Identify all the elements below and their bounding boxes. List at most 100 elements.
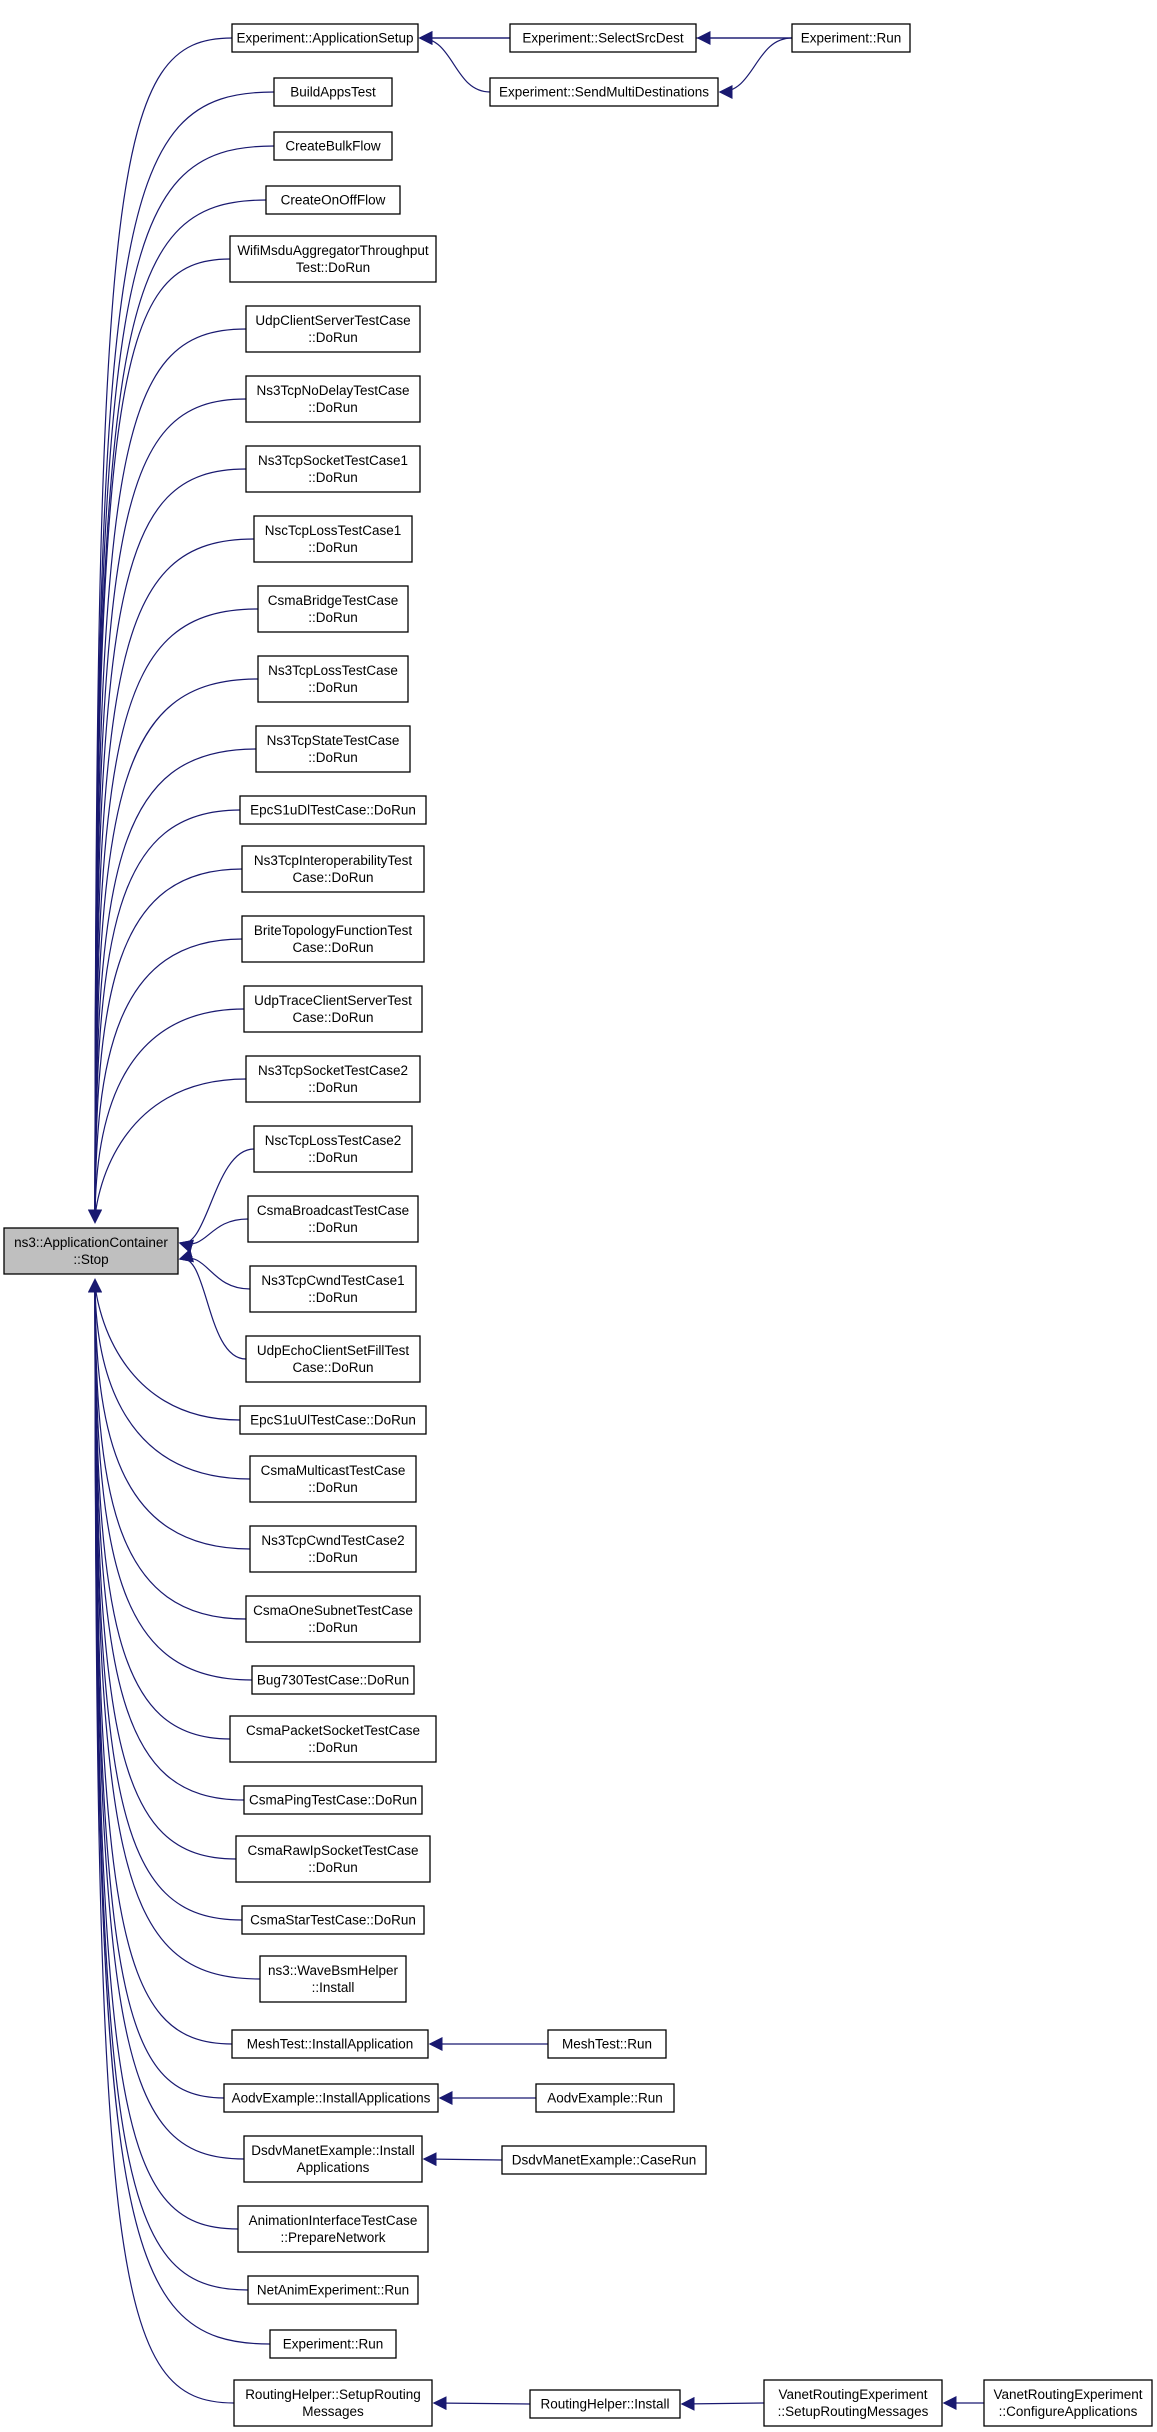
- node-box: [247, 1195, 419, 1243]
- node-label: ::DoRun: [308, 470, 358, 485]
- node-n47[interactable]: VanetRoutingExperiment::ConfigureApplica…: [983, 2379, 1153, 2427]
- node-n0[interactable]: ns3::ApplicationContainer::Stop: [3, 1227, 179, 1275]
- node-label: ::ConfigureApplications: [999, 2404, 1138, 2419]
- node-n7[interactable]: CreateOnOffFlow: [265, 185, 401, 215]
- node-label: CsmaOneSubnetTestCase: [253, 1603, 413, 1618]
- node-label: Applications: [297, 2160, 370, 2175]
- node-n40[interactable]: DsdvManetExample::CaseRun: [501, 2145, 707, 2175]
- edge-n11-to-n0: [88, 468, 247, 1224]
- node-n2[interactable]: Experiment::SelectSrcDest: [509, 23, 697, 53]
- node-box: [243, 2135, 423, 2183]
- node-n13[interactable]: CsmaBridgeTestCase::DoRun: [257, 585, 409, 633]
- node-box: [239, 795, 427, 825]
- node-label: DsdvManetExample::Install: [251, 2143, 415, 2158]
- node-n45[interactable]: RoutingHelper::Install: [529, 2389, 681, 2419]
- node-n39[interactable]: DsdvManetExample::InstallApplications: [243, 2135, 423, 2183]
- node-n4[interactable]: Experiment::SendMultiDestinations: [489, 77, 719, 107]
- node-n16[interactable]: EpcS1uDlTestCase::DoRun: [239, 795, 427, 825]
- node-n30[interactable]: CsmaPacketSocketTestCase::DoRun: [229, 1715, 437, 1763]
- node-box: [229, 1715, 437, 1763]
- edge-n28-to-n0: [88, 1278, 247, 1620]
- node-n42[interactable]: NetAnimExperiment::Run: [247, 2275, 419, 2305]
- node-n9[interactable]: UdpClientServerTestCase::DoRun: [245, 305, 421, 353]
- edge-n1-to-n0: [88, 37, 233, 1224]
- node-n31[interactable]: CsmaPingTestCase::DoRun: [243, 1785, 423, 1815]
- node-label: EpcS1uUlTestCase::DoRun: [250, 1413, 416, 1428]
- node-n5[interactable]: BuildAppsTest: [273, 77, 393, 107]
- node-n46[interactable]: VanetRoutingExperiment::SetupRoutingMess…: [763, 2379, 943, 2427]
- node-n1[interactable]: Experiment::ApplicationSetup: [231, 23, 419, 53]
- node-box: [239, 1405, 427, 1435]
- node-label: RoutingHelper::Install: [540, 2397, 669, 2412]
- node-label: ::DoRun: [308, 1480, 358, 1495]
- edge-n18-to-n0: [88, 938, 243, 1224]
- node-label: WifiMsduAggregatorThroughput: [237, 243, 429, 258]
- node-box: [229, 235, 437, 283]
- edge-n15-to-n0: [88, 748, 257, 1224]
- node-n37[interactable]: AodvExample::InstallApplications: [223, 2083, 439, 2113]
- node-n23[interactable]: Ns3TcpCwndTestCase1::DoRun: [249, 1265, 417, 1313]
- node-n22[interactable]: CsmaBroadcastTestCase::DoRun: [247, 1195, 419, 1243]
- node-label: CsmaRawIpSocketTestCase: [247, 1843, 418, 1858]
- edge-n45-to-n44: [432, 2396, 531, 2411]
- node-n33[interactable]: CsmaStarTestCase::DoRun: [241, 1905, 425, 1935]
- node-n27[interactable]: Ns3TcpCwndTestCase2::DoRun: [249, 1525, 417, 1573]
- node-label: Messages: [302, 2404, 364, 2419]
- node-n43[interactable]: Experiment::Run: [269, 2329, 397, 2359]
- node-n35[interactable]: MeshTest::InstallApplication: [231, 2029, 429, 2059]
- node-box: [529, 2389, 681, 2419]
- node-n44[interactable]: RoutingHelper::SetupRoutingMessages: [233, 2379, 433, 2427]
- edge-n34-to-n0: [88, 1278, 261, 1980]
- node-n6[interactable]: CreateBulkFlow: [273, 131, 393, 161]
- node-label: CsmaMulticastTestCase: [261, 1463, 406, 1478]
- node-n21[interactable]: NscTcpLossTestCase2::DoRun: [253, 1125, 413, 1173]
- node-n20[interactable]: Ns3TcpSocketTestCase2::DoRun: [245, 1055, 421, 1103]
- node-box: [231, 2029, 429, 2059]
- node-box: [791, 23, 911, 53]
- node-box: [3, 1227, 179, 1275]
- node-n34[interactable]: ns3::WaveBsmHelper::Install: [259, 1955, 407, 2003]
- node-box: [237, 2205, 429, 2253]
- node-box: [245, 1055, 421, 1103]
- node-label: UdpTraceClientServerTest: [254, 993, 412, 1008]
- node-n12[interactable]: NscTcpLossTestCase1::DoRun: [253, 515, 413, 563]
- node-n14[interactable]: Ns3TcpLossTestCase::DoRun: [257, 655, 409, 703]
- node-n36[interactable]: MeshTest::Run: [547, 2029, 667, 2059]
- node-label: ns3::ApplicationContainer: [14, 1235, 168, 1250]
- edge-n37-to-n0: [88, 1278, 225, 2099]
- node-box: [245, 305, 421, 353]
- node-label: Experiment::ApplicationSetup: [236, 31, 413, 46]
- node-n15[interactable]: Ns3TcpStateTestCase::DoRun: [255, 725, 411, 773]
- node-n3[interactable]: Experiment::Run: [791, 23, 911, 53]
- node-label: ::DoRun: [308, 1550, 358, 1565]
- node-label: Experiment::Run: [283, 2337, 384, 2352]
- node-box: [763, 2379, 943, 2427]
- node-n29[interactable]: Bug730TestCase::DoRun: [251, 1665, 415, 1695]
- node-box: [231, 23, 419, 53]
- node-box: [243, 985, 423, 1033]
- node-box: [245, 1595, 421, 1643]
- node-n25[interactable]: EpcS1uUlTestCase::DoRun: [239, 1405, 427, 1435]
- node-label: Case::DoRun: [292, 1360, 373, 1375]
- node-n11[interactable]: Ns3TcpSocketTestCase1::DoRun: [245, 445, 421, 493]
- node-box: [249, 1525, 417, 1573]
- edge-n12-to-n0: [88, 538, 255, 1224]
- node-n28[interactable]: CsmaOneSubnetTestCase::DoRun: [245, 1595, 421, 1643]
- node-n26[interactable]: CsmaMulticastTestCase::DoRun: [249, 1455, 417, 1503]
- node-box: [251, 1665, 415, 1695]
- node-box: [253, 515, 413, 563]
- node-box: [245, 445, 421, 493]
- node-n10[interactable]: Ns3TcpNoDelayTestCase::DoRun: [245, 375, 421, 423]
- node-n41[interactable]: AnimationInterfaceTestCase::PrepareNetwo…: [237, 2205, 429, 2253]
- node-label: CsmaPingTestCase::DoRun: [249, 1793, 417, 1808]
- node-n38[interactable]: AodvExample::Run: [535, 2083, 675, 2113]
- node-label: CreateBulkFlow: [285, 139, 381, 154]
- node-label: ::DoRun: [308, 330, 358, 345]
- node-label: Test::DoRun: [296, 260, 370, 275]
- node-n32[interactable]: CsmaRawIpSocketTestCase::DoRun: [235, 1835, 431, 1883]
